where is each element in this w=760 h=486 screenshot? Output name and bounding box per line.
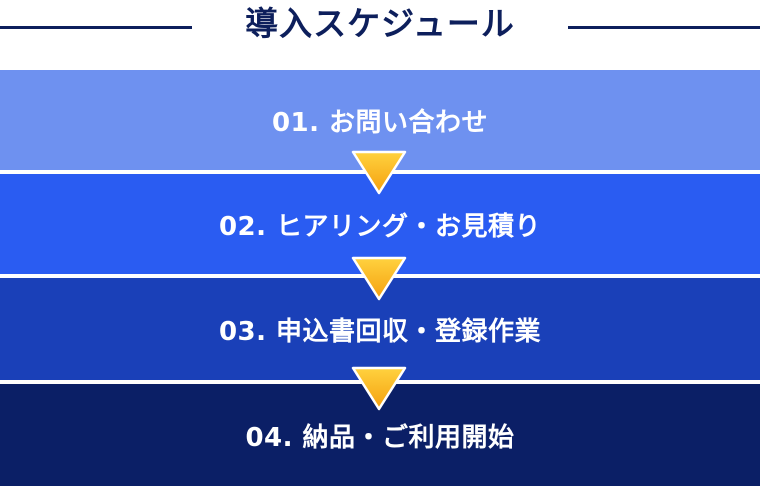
down-arrow-icon xyxy=(351,366,407,411)
heading-divider-left xyxy=(0,26,192,29)
step-label: 03. 申込書回収・登録作業 xyxy=(218,316,542,347)
step-label: 02. ヒアリング・お見積り xyxy=(218,211,542,242)
schedule-step-4: 04. 納品・ご利用開始 xyxy=(0,384,760,486)
down-arrow-icon xyxy=(351,256,407,301)
heading-divider-right xyxy=(568,26,760,29)
page-title: 導入スケジュール xyxy=(245,4,515,43)
section-heading: 導入スケジュール xyxy=(0,0,760,56)
step-label: 01. お問い合わせ xyxy=(271,107,489,138)
step-label: 04. 納品・ご利用開始 xyxy=(245,422,515,453)
down-arrow-icon xyxy=(351,150,407,195)
